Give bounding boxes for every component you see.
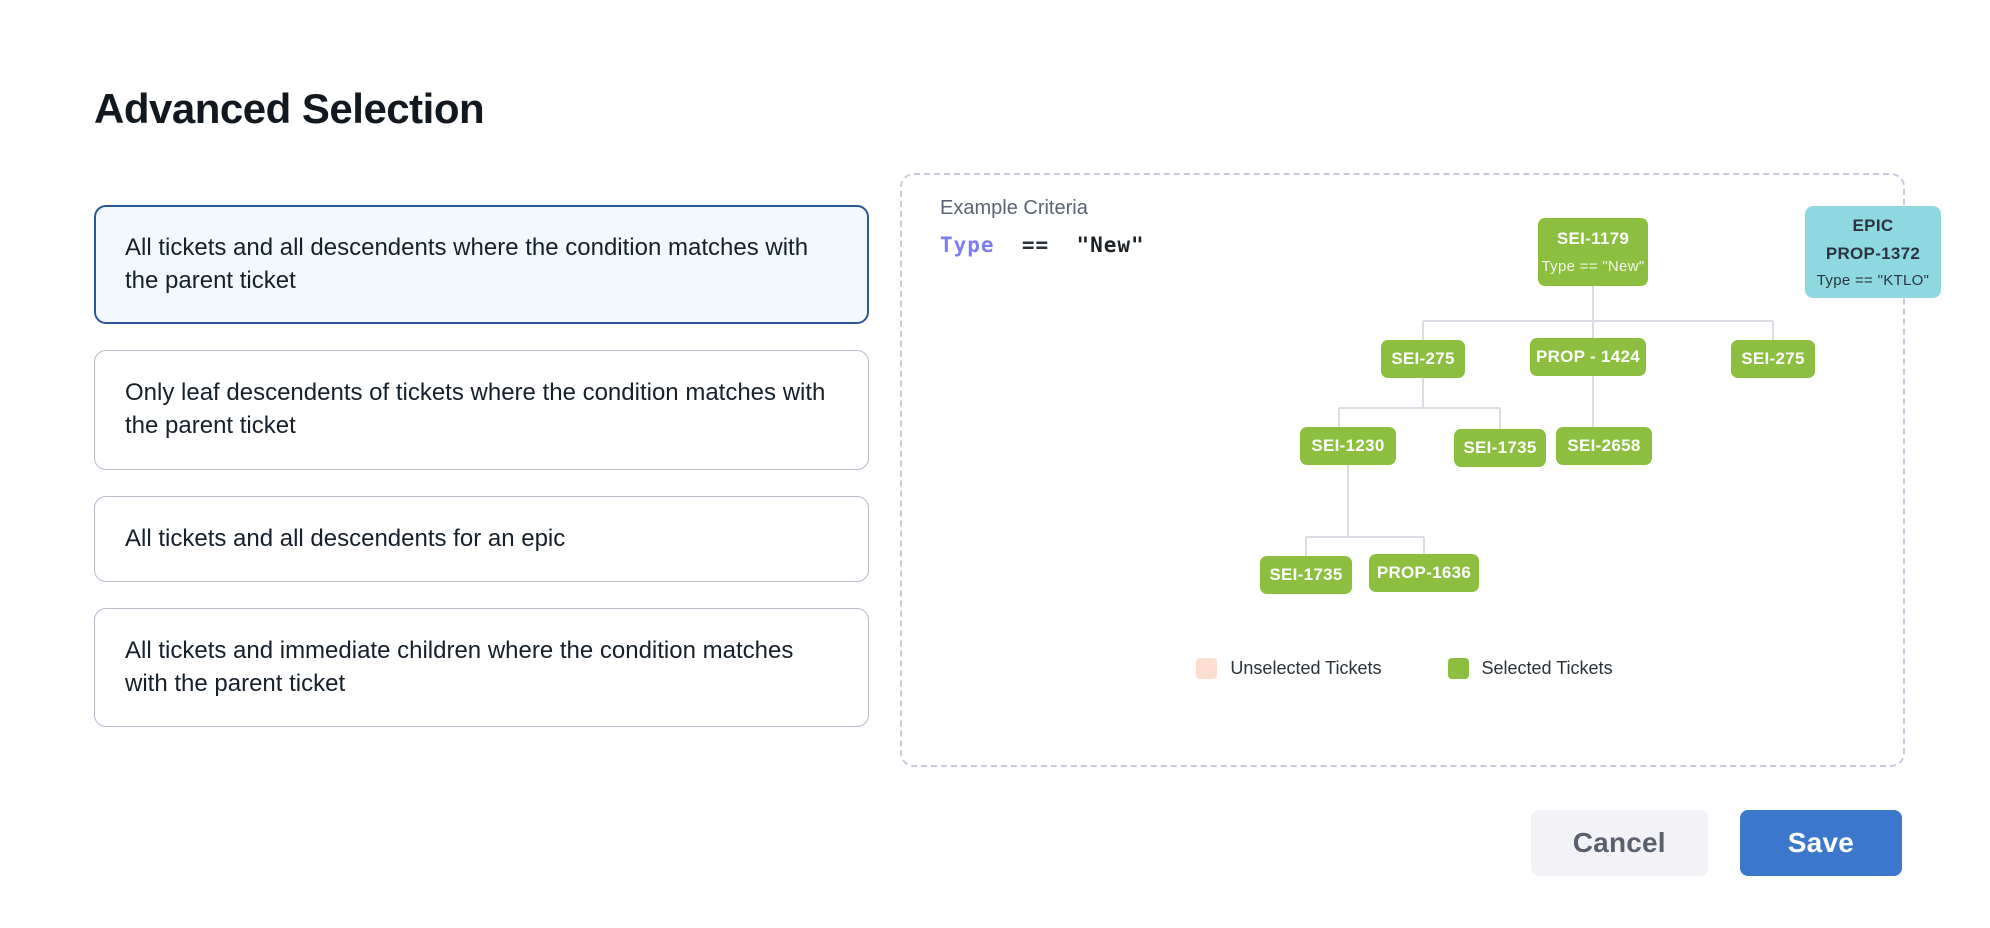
legend-label: Unselected Tickets xyxy=(1230,658,1382,678)
node-id: SEI-1230 xyxy=(1311,436,1385,455)
option-card-all-descendents-condition[interactable]: All tickets and all descendents where th… xyxy=(94,205,869,325)
option-card-leaf-descendents-condition[interactable]: Only leaf descendents of tickets where t… xyxy=(94,350,869,470)
ticket-hierarchy-tree: SEI-1179 Type == "New" EPIC PROP-1372 Ty… xyxy=(902,175,1941,769)
criteria-expression: Type == "New" xyxy=(940,233,1145,257)
node-id: PROP-1372 xyxy=(1825,243,1921,263)
criteria-value: "New" xyxy=(1076,233,1145,257)
tree-node-sei-1179[interactable]: SEI-1179 Type == "New" xyxy=(1538,218,1648,286)
legend-swatch-unselected-icon xyxy=(1196,658,1218,679)
option-card-immediate-children-condition[interactable]: All tickets and immediate children where… xyxy=(94,608,869,728)
criteria-title: Example Criteria xyxy=(940,197,1088,219)
node-id: SEI-275 xyxy=(1391,349,1455,368)
tree-node-epic-prop-1372[interactable]: EPIC PROP-1372 Type == "KTLO" xyxy=(1805,206,1941,298)
page-title: Advanced Selection xyxy=(94,85,485,133)
tree-node-prop-1424[interactable]: PROP - 1424 xyxy=(1530,338,1646,376)
option-label: All tickets and all descendents where th… xyxy=(125,234,809,294)
example-diagram-panel: Example Criteria Type == "New" xyxy=(900,173,1941,769)
node-id: SEI-2658 xyxy=(1567,436,1641,455)
tree-connectors xyxy=(1305,286,1774,556)
tree-node-sei-1735-b[interactable]: SEI-1735 xyxy=(1260,556,1352,594)
tree-node-sei-275-a[interactable]: SEI-275 xyxy=(1381,340,1465,378)
node-epic-label: EPIC xyxy=(1852,215,1894,235)
option-label: All tickets and all descendents for an e… xyxy=(125,524,566,552)
criteria-operator: == xyxy=(1021,233,1050,257)
diagram-legend: Unselected Tickets Selected Tickets xyxy=(902,658,1907,679)
criteria-field: Type xyxy=(940,233,995,257)
selection-options-list: All tickets and all descendents where th… xyxy=(94,205,869,753)
option-card-all-descendents-epic[interactable]: All tickets and all descendents for an e… xyxy=(94,495,869,583)
tree-node-prop-1636[interactable]: PROP-1636 xyxy=(1369,554,1479,592)
node-subtitle: Type == "New" xyxy=(1541,258,1645,275)
legend-item-selected: Selected Tickets xyxy=(1447,658,1613,679)
option-label: Only leaf descendents of tickets where t… xyxy=(125,379,826,439)
tree-node-sei-1735-a[interactable]: SEI-1735 xyxy=(1454,429,1546,467)
footer-actions: Cancel Save xyxy=(1530,810,1902,876)
legend-item-unselected: Unselected Tickets xyxy=(1196,658,1382,679)
option-label: All tickets and immediate children where… xyxy=(125,637,794,697)
node-id: PROP-1636 xyxy=(1376,563,1472,582)
node-id: SEI-1735 xyxy=(1269,565,1343,584)
legend-swatch-selected-icon xyxy=(1447,658,1469,679)
tree-node-sei-275-b[interactable]: SEI-275 xyxy=(1731,340,1815,378)
legend-label: Selected Tickets xyxy=(1481,658,1613,678)
save-button[interactable]: Save xyxy=(1739,810,1902,876)
cancel-button[interactable]: Cancel xyxy=(1530,810,1708,876)
node-id: SEI-1179 xyxy=(1556,229,1630,248)
node-id: SEI-1735 xyxy=(1463,438,1537,457)
tree-node-sei-1230[interactable]: SEI-1230 xyxy=(1300,427,1396,465)
node-subtitle: Type == "KTLO" xyxy=(1816,271,1930,289)
tree-node-sei-2658[interactable]: SEI-2658 xyxy=(1556,427,1652,465)
node-id: PROP - 1424 xyxy=(1535,347,1641,366)
node-id: SEI-275 xyxy=(1741,349,1805,368)
